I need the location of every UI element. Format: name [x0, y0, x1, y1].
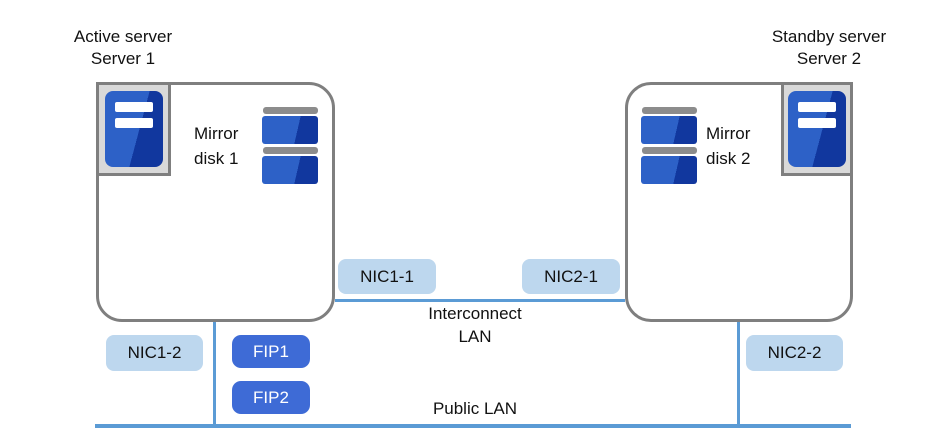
public-lan-label: Public LAN [432, 399, 518, 418]
standby-server-label: Standby server Server 2 [734, 26, 924, 70]
interconnect-lan-label-line1: Interconnect [428, 304, 522, 323]
nic2-1-badge: NIC2-1 [522, 259, 620, 294]
server-tower-icon [788, 91, 846, 167]
server-slot-icon [114, 118, 153, 128]
nic2-2-badge: NIC2-2 [746, 335, 843, 371]
server-slot-icon [798, 102, 836, 112]
server-slot-icon [798, 118, 836, 128]
mirror-disk1-label-line1: Mirror [194, 124, 239, 143]
active-server-label: Active server Server 1 [28, 26, 218, 70]
public-lan-line [95, 424, 851, 428]
fip2-badge: FIP2 [232, 381, 310, 414]
server1-icon [96, 82, 171, 176]
disk-body-icon [262, 156, 318, 184]
disk-cap-icon [262, 147, 318, 154]
fip1-badge: FIP1 [232, 335, 310, 368]
mirror-disk1-label-line2: disk 1 [194, 149, 239, 168]
disk-cap-icon [641, 147, 697, 154]
interconnect-lan-label-line2: LAN [458, 327, 492, 346]
mirror-disk2-icon [641, 107, 697, 187]
mirror-disk2-label: Mirror disk 2 [706, 121, 750, 171]
server2-icon [781, 82, 853, 176]
mirror-disk1-icon [262, 107, 318, 187]
disk-body-icon [262, 116, 318, 144]
nic1-2-badge: NIC1-2 [106, 335, 203, 371]
disk-body-icon [641, 116, 697, 144]
active-server-name: Server 1 [90, 49, 156, 68]
server2-public-connector-line [737, 322, 740, 425]
disk-body-icon [641, 156, 697, 184]
nic1-1-badge: NIC1-1 [338, 259, 436, 294]
disk-cap-icon [262, 107, 318, 114]
active-server-role: Active server [73, 27, 173, 46]
mirror-disk1-label: Mirror disk 1 [194, 121, 238, 171]
server-slot-icon [114, 102, 153, 112]
disk-cap-icon [641, 107, 697, 114]
standby-server-name: Server 2 [796, 49, 862, 68]
server1-public-connector-line [213, 322, 216, 425]
mirror-disk2-label-line2: disk 2 [706, 149, 751, 168]
mirror-disk2-label-line1: Mirror [706, 124, 751, 143]
server-tower-icon [104, 91, 163, 167]
interconnect-lan-line [335, 299, 625, 302]
standby-server-role: Standby server [771, 27, 887, 46]
interconnect-lan-label: Interconnect LAN [395, 302, 555, 348]
